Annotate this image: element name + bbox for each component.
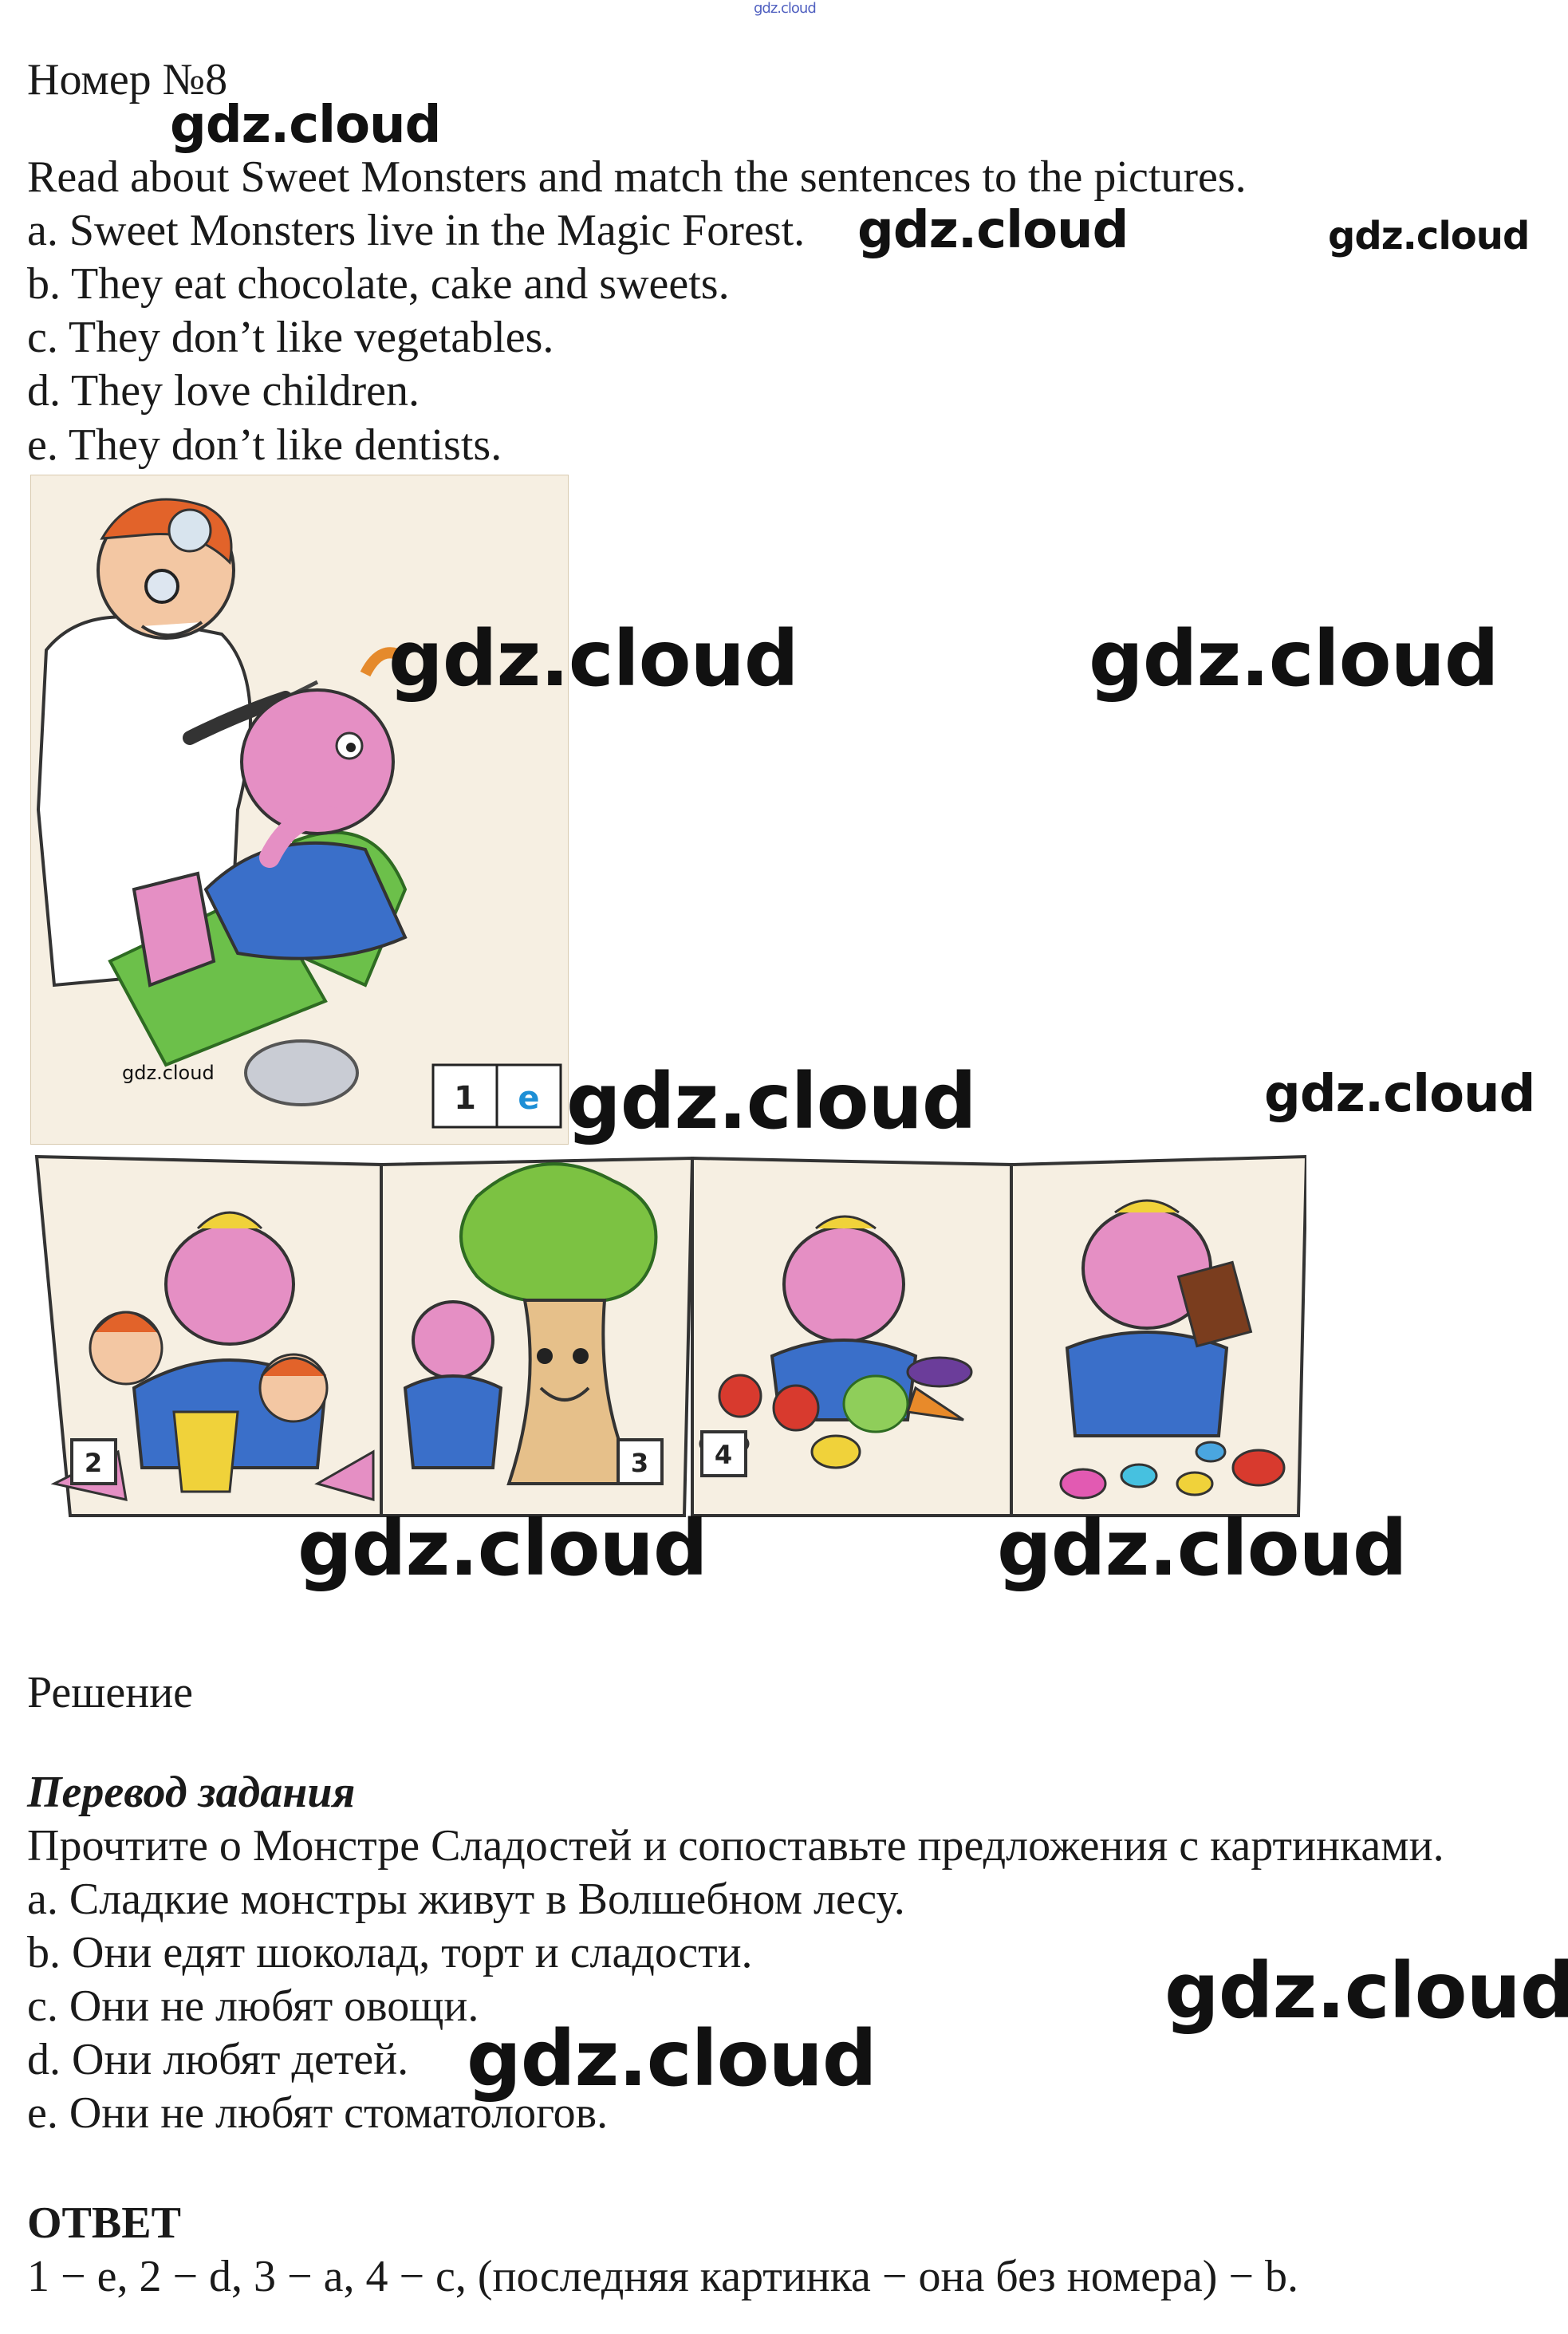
picture-4-monster-vegetables: 4 [699,1215,973,1477]
watermark: gdz.cloud [388,614,799,704]
task-title: Номер №8 [27,55,228,104]
picture-2-monster-children: 2 [50,1211,375,1501]
watermark: gdz.cloud [997,1504,1408,1593]
solution-label: Решение [27,1668,194,1717]
watermark: gdz.cloud [566,1057,977,1146]
answer-heading: ОТВЕТ [27,2198,181,2248]
pictures-book-spread: 2 3 4 [30,1149,1306,1524]
translation-sentence-b: b. Они едят шоколад, торт и сладости. [27,1928,753,1977]
translation-sentence-e: e. Они не любят стоматологов. [27,2088,609,2138]
picture-2-number: 2 [85,1448,102,1478]
watermark: gdz.cloud [1264,1065,1535,1124]
translation-sentence-a: a. Сладкие монстры живут в Волшебном лес… [27,1875,905,1924]
top-watermark: gdz.cloud [754,0,817,17]
picture-1-dentist-illustration: 1 e gdz.cloud [30,475,569,1145]
watermark: gdz.cloud [1089,614,1499,704]
picture-1-watermark: gdz.cloud [122,1062,215,1084]
watermark: gdz.cloud [297,1504,708,1593]
picture-3-number: 3 [631,1448,648,1478]
picture-3-monster-tree: 3 [403,1162,664,1485]
watermark: gdz.cloud [170,96,441,155]
sentence-d: d. They love children. [27,366,420,416]
watermark: gdz.cloud [467,2014,877,2103]
translation-heading: Перевод задания [27,1768,356,1817]
picture-1-answer: e [518,1080,539,1117]
picture-4-number: 4 [715,1440,732,1470]
picture-1-number: 1 [454,1080,476,1117]
sentence-c: c. They don’t like vegetables. [27,313,554,362]
sentence-e: e. They don’t like dentists. [27,420,502,470]
answer-text: 1 − e, 2 − d, 3 − a, 4 − c, (последняя к… [27,2252,1299,2301]
translation-sentence-d: d. Они любят детей. [27,2035,409,2084]
sentence-a: a. Sweet Monsters live in the Magic Fore… [27,206,806,255]
translation-sentence-c: c. Они не любят овощи. [27,1981,479,2031]
sentence-b: b. They eat chocolate, cake and sweets. [27,259,730,309]
watermark: gdz.cloud [1328,214,1530,258]
translation-instruction: Прочтите о Монстре Сладостей и сопоставь… [27,1821,1444,1871]
picture-5-monster-sweets [1059,1199,1286,1500]
watermark: gdz.cloud [857,201,1129,260]
task-instruction: Read about Sweet Monsters and match the … [27,152,1247,202]
watermark: gdz.cloud [1164,1946,1568,2036]
